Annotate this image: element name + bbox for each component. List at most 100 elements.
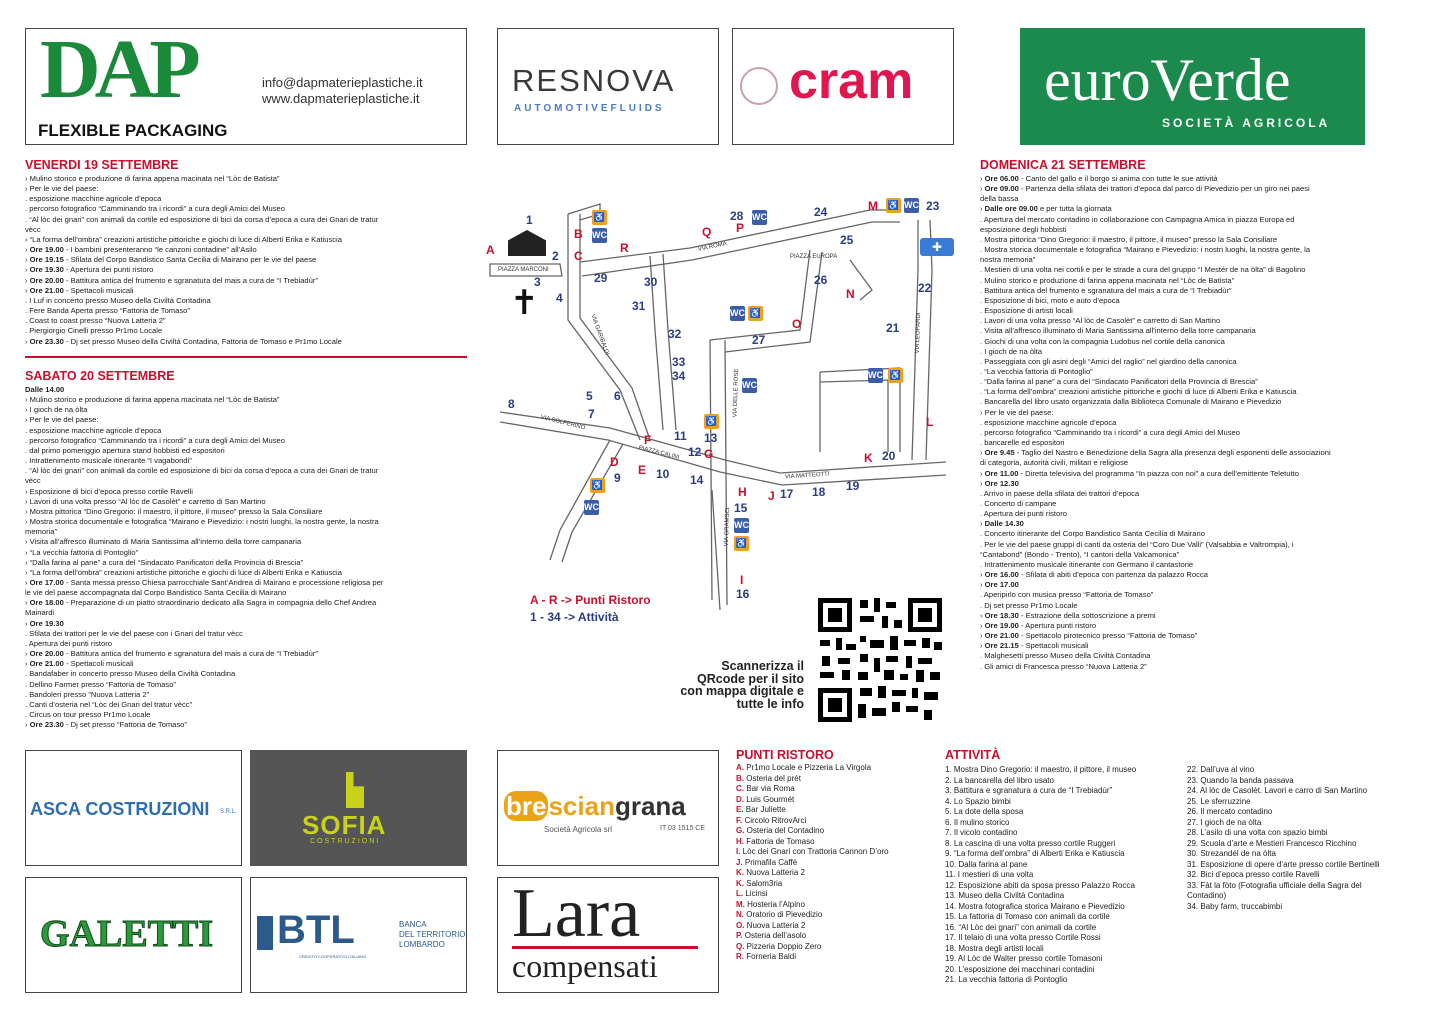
program-line: . Mestieri di una volta nei cortili e pe… xyxy=(980,265,1306,275)
map-marker-34[interactable]: 34 xyxy=(672,369,686,383)
program-line: . Mulino storico e produzione di farina … xyxy=(980,275,1235,285)
attivita-section: ATTIVITÀ 1. Mostra Dino Gregorio: il mae… xyxy=(945,748,1425,1008)
program-line: › “La vecchia fattoria di Pontoglio” xyxy=(25,547,139,557)
restroom-icon: WC xyxy=(584,500,599,515)
program-line: . Visita all’affresco illuminato di Mari… xyxy=(980,326,1256,336)
map-marker-n[interactable]: N xyxy=(846,287,855,301)
map-marker-24[interactable]: 24 xyxy=(814,205,828,219)
map-marker-7[interactable]: 7 xyxy=(588,407,595,421)
map-marker-33[interactable]: 33 xyxy=(672,355,686,369)
map-marker-d[interactable]: D xyxy=(610,455,619,469)
dap-web[interactable]: www.dapmaterieplastiche.it xyxy=(262,91,420,106)
map-marker-9[interactable]: 9 xyxy=(614,471,621,485)
map-marker-8[interactable]: 8 xyxy=(508,397,515,411)
program-line: › Dalle 14.30 xyxy=(980,519,1024,529)
ristoro-item-label: Pizzeria Doppio Zero xyxy=(746,941,822,951)
map-marker-m[interactable]: M xyxy=(868,199,878,213)
map-marker-25[interactable]: 25 xyxy=(840,233,854,247)
map-marker-23[interactable]: 23 xyxy=(926,199,940,213)
ambulance-icon: ✚ xyxy=(920,238,954,256)
program-line: . Dj set presso Pr1mo Locale xyxy=(980,600,1078,610)
map-marker-29[interactable]: 29 xyxy=(594,271,608,285)
ristoro-item-key: C. xyxy=(736,784,747,793)
map-marker-16[interactable]: 16 xyxy=(736,587,750,601)
map-marker-31[interactable]: 31 xyxy=(632,299,646,313)
program-line: › Ore 23.30 - Dj set presso “Fattoria de… xyxy=(25,720,187,730)
map-marker-5[interactable]: 5 xyxy=(586,389,593,403)
map-marker-22[interactable]: 22 xyxy=(918,281,932,295)
ristoro-item-label: Osteria dell’asolo xyxy=(744,931,807,940)
program-line: . “La forma dell’ombra” creazioni artist… xyxy=(980,387,1297,397)
sunday-program: › Ore 06.00 - Canto del gallo e il borgo… xyxy=(980,174,1415,672)
map-marker-i[interactable]: I xyxy=(740,573,744,587)
attivita-list-col1: 1. Mostra Dino Gregorio: il maestro, il … xyxy=(945,765,1136,986)
map-marker-26[interactable]: 26 xyxy=(814,273,828,287)
sunday-title: DOMENICA 21 SETTEMBRE xyxy=(980,158,1146,172)
ristoro-item-label: Nuova Latteria 2 xyxy=(746,920,806,930)
map-marker-12[interactable]: 12 xyxy=(688,445,702,459)
ristoro-item-key: D. xyxy=(736,794,747,804)
ristoro-item-label: Circolo RitrovArci xyxy=(744,815,807,825)
program-line: . “La vecchia fattoria di Pontoglio” xyxy=(980,366,1093,376)
map-marker-e[interactable]: E xyxy=(638,463,647,477)
attivita-item: 3. Battitura e sgranatura a cura de “I T… xyxy=(945,786,1113,795)
ristoro-item-label: Nuova Latteria 2 xyxy=(746,868,805,877)
map-marker-1[interactable]: 1 xyxy=(526,213,533,227)
attivita-item: 1. Mostra Dino Gregorio: il maestro, il … xyxy=(945,765,1137,774)
restroom-icon: WC xyxy=(592,228,607,243)
map-marker-3[interactable]: 3 xyxy=(534,275,541,289)
dap-email[interactable]: info@dapmaterieplastiche.it xyxy=(262,75,423,90)
map-marker-f[interactable]: F xyxy=(644,433,652,447)
map-marker-r[interactable]: R xyxy=(620,241,629,255)
restroom-icon: WC xyxy=(868,368,883,383)
btl-sub-1: BANCA xyxy=(399,920,427,929)
map-marker-28[interactable]: 28 xyxy=(730,209,744,223)
map-marker-g[interactable]: G xyxy=(704,447,714,461)
program-line: . Mostra pittorica “Dino Gregorio: il ma… xyxy=(980,234,1278,244)
program-line: . Dellino Farmer presso “Fattoria de Tom… xyxy=(25,679,176,689)
map-marker-10[interactable]: 10 xyxy=(656,467,670,481)
restroom-icon: WC xyxy=(730,306,745,321)
map-marker-a[interactable]: A xyxy=(486,243,495,257)
program-line: › Ore 09.00 - Partenza della sfilata dei… xyxy=(980,184,1310,194)
map-marker-b[interactable]: B xyxy=(574,227,583,241)
qr-code[interactable] xyxy=(816,596,944,724)
attivita-item: 19. Al Lòc de Walter presso cortile Toma… xyxy=(945,954,1103,963)
attivita-item: 20. L’esposizione dei macchinari contadi… xyxy=(945,964,1095,974)
map-marker-6[interactable]: 6 xyxy=(614,389,621,403)
ristoro-title: PUNTI RISTORO xyxy=(736,748,834,762)
map-marker-17[interactable]: 17 xyxy=(780,487,794,501)
map-marker-13[interactable]: 13 xyxy=(704,431,718,445)
ristoro-item-key: G. xyxy=(736,826,747,835)
map-marker-18[interactable]: 18 xyxy=(812,485,826,499)
map-marker-o[interactable]: O xyxy=(792,317,802,331)
map-marker-30[interactable]: 30 xyxy=(644,275,658,289)
ristoro-item-key: K. xyxy=(736,878,747,888)
program-line: › Mulino storico e produzione di farina … xyxy=(25,395,280,405)
attivita-item: 28. L’asilo di una volta con spazio bimb… xyxy=(1187,828,1328,837)
map-marker-19[interactable]: 19 xyxy=(846,479,860,493)
map-marker-20[interactable]: 20 xyxy=(882,449,896,463)
ristoro-item-label: Lòc dei Gnari con Trattoria Cannon D’oro xyxy=(742,847,889,856)
map-marker-27[interactable]: 27 xyxy=(752,333,766,347)
sponsor-sofia: SOFIA COSTRUZIONI xyxy=(250,750,467,866)
program-line: › Ore 11.00 - Diretta televisiva del pro… xyxy=(980,468,1299,478)
map-marker-l[interactable]: L xyxy=(926,415,934,429)
map-marker-4[interactable]: 4 xyxy=(556,291,563,305)
ristoro-item: O. Nuova Latteria 2 xyxy=(736,921,936,932)
map-marker-q[interactable]: Q xyxy=(702,225,712,239)
map-marker-2[interactable]: 2 xyxy=(552,249,559,263)
map-marker-p[interactable]: P xyxy=(736,221,745,235)
map-marker-c[interactable]: C xyxy=(574,249,583,263)
map-marker-11[interactable]: 11 xyxy=(674,429,687,443)
map-marker-k[interactable]: K xyxy=(864,451,873,465)
map-marker-32[interactable]: 32 xyxy=(668,327,682,341)
ristoro-item-key: P. xyxy=(736,931,745,940)
map-marker-j[interactable]: J xyxy=(768,489,775,503)
program-line: . Bandafaber in concerto presso Museo de… xyxy=(25,669,236,679)
map-marker-14[interactable]: 14 xyxy=(690,473,704,487)
program-line: › “La forma dell’ombra” creazioni artist… xyxy=(25,234,342,244)
map-marker-21[interactable]: 21 xyxy=(886,321,900,335)
map-marker-15[interactable]: 15 xyxy=(734,501,748,515)
map-marker-h[interactable]: H xyxy=(738,485,747,499)
